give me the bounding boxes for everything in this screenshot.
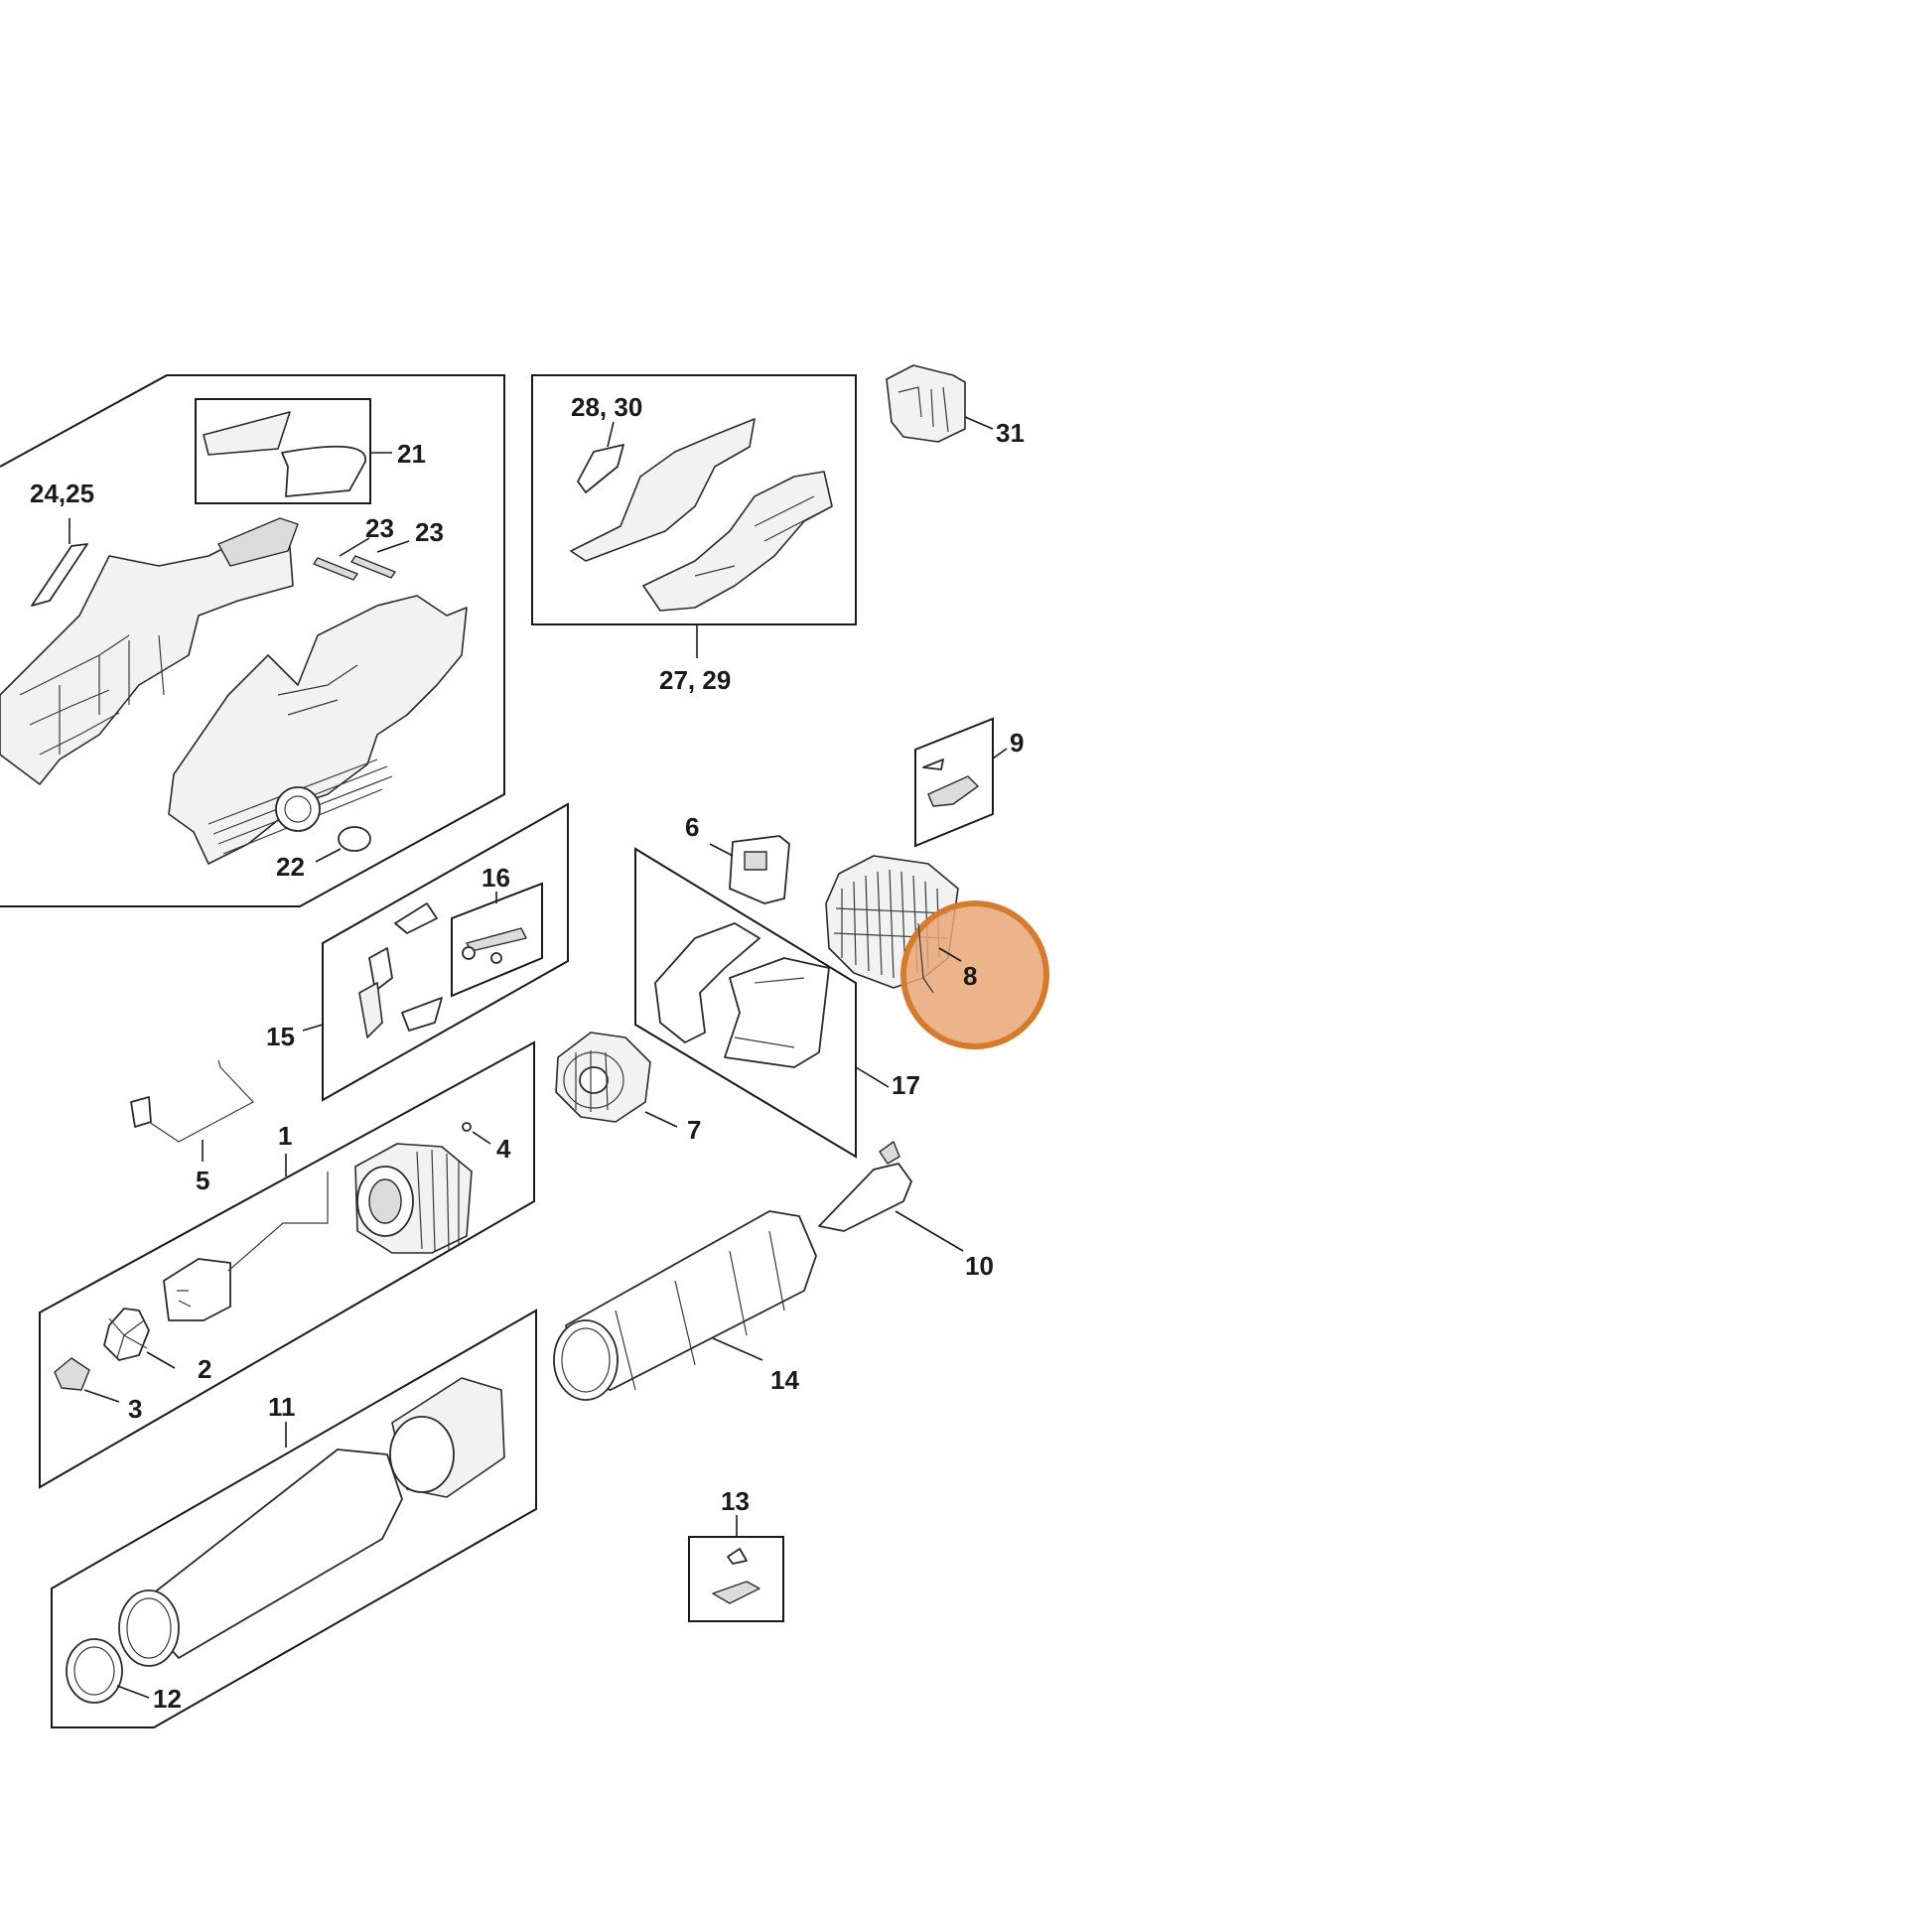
label-16: 16 (482, 863, 510, 893)
highlight-circle[interactable] (900, 900, 1049, 1049)
part-17-group (634, 847, 890, 1159)
callout-labels: 24,25 21 23 23 22 28, 30 27, 29 31 9 6 1… (30, 392, 1025, 1714)
label-1: 1 (278, 1121, 292, 1151)
motor-group (39, 1040, 535, 1489)
part-13 (688, 1515, 784, 1622)
part-31 (886, 364, 994, 443)
label-2: 2 (198, 1354, 211, 1384)
housing-group (0, 374, 505, 907)
label-24-25: 24,25 (30, 479, 94, 508)
label-5: 5 (196, 1166, 209, 1195)
label-6: 6 (685, 812, 699, 842)
label-3: 3 (128, 1394, 142, 1424)
label-17: 17 (892, 1070, 920, 1100)
nozzle-group (51, 1309, 537, 1728)
label-14: 14 (770, 1365, 799, 1395)
part-7 (555, 1032, 678, 1128)
label-23-a: 23 (365, 513, 394, 543)
part-10 (818, 1141, 964, 1252)
label-21: 21 (397, 439, 426, 469)
label-9: 9 (1010, 728, 1024, 758)
cover-group (531, 374, 857, 658)
label-28-30: 28, 30 (571, 392, 642, 422)
label-13: 13 (721, 1486, 750, 1516)
label-8: 8 (963, 961, 977, 991)
label-27-29: 27, 29 (659, 665, 731, 695)
label-7: 7 (687, 1115, 701, 1145)
label-22: 22 (276, 852, 305, 882)
label-10: 10 (965, 1251, 994, 1281)
label-31: 31 (996, 418, 1025, 448)
label-12: 12 (153, 1684, 182, 1714)
part-15-16-group (302, 802, 569, 1102)
label-15: 15 (266, 1022, 295, 1051)
label-23-b: 23 (415, 517, 444, 547)
label-4: 4 (496, 1134, 511, 1164)
part-5 (130, 1059, 254, 1162)
part-6 (709, 835, 790, 904)
part-9 (914, 717, 1008, 848)
part-14 (553, 1210, 817, 1401)
label-11: 11 (268, 1392, 296, 1422)
